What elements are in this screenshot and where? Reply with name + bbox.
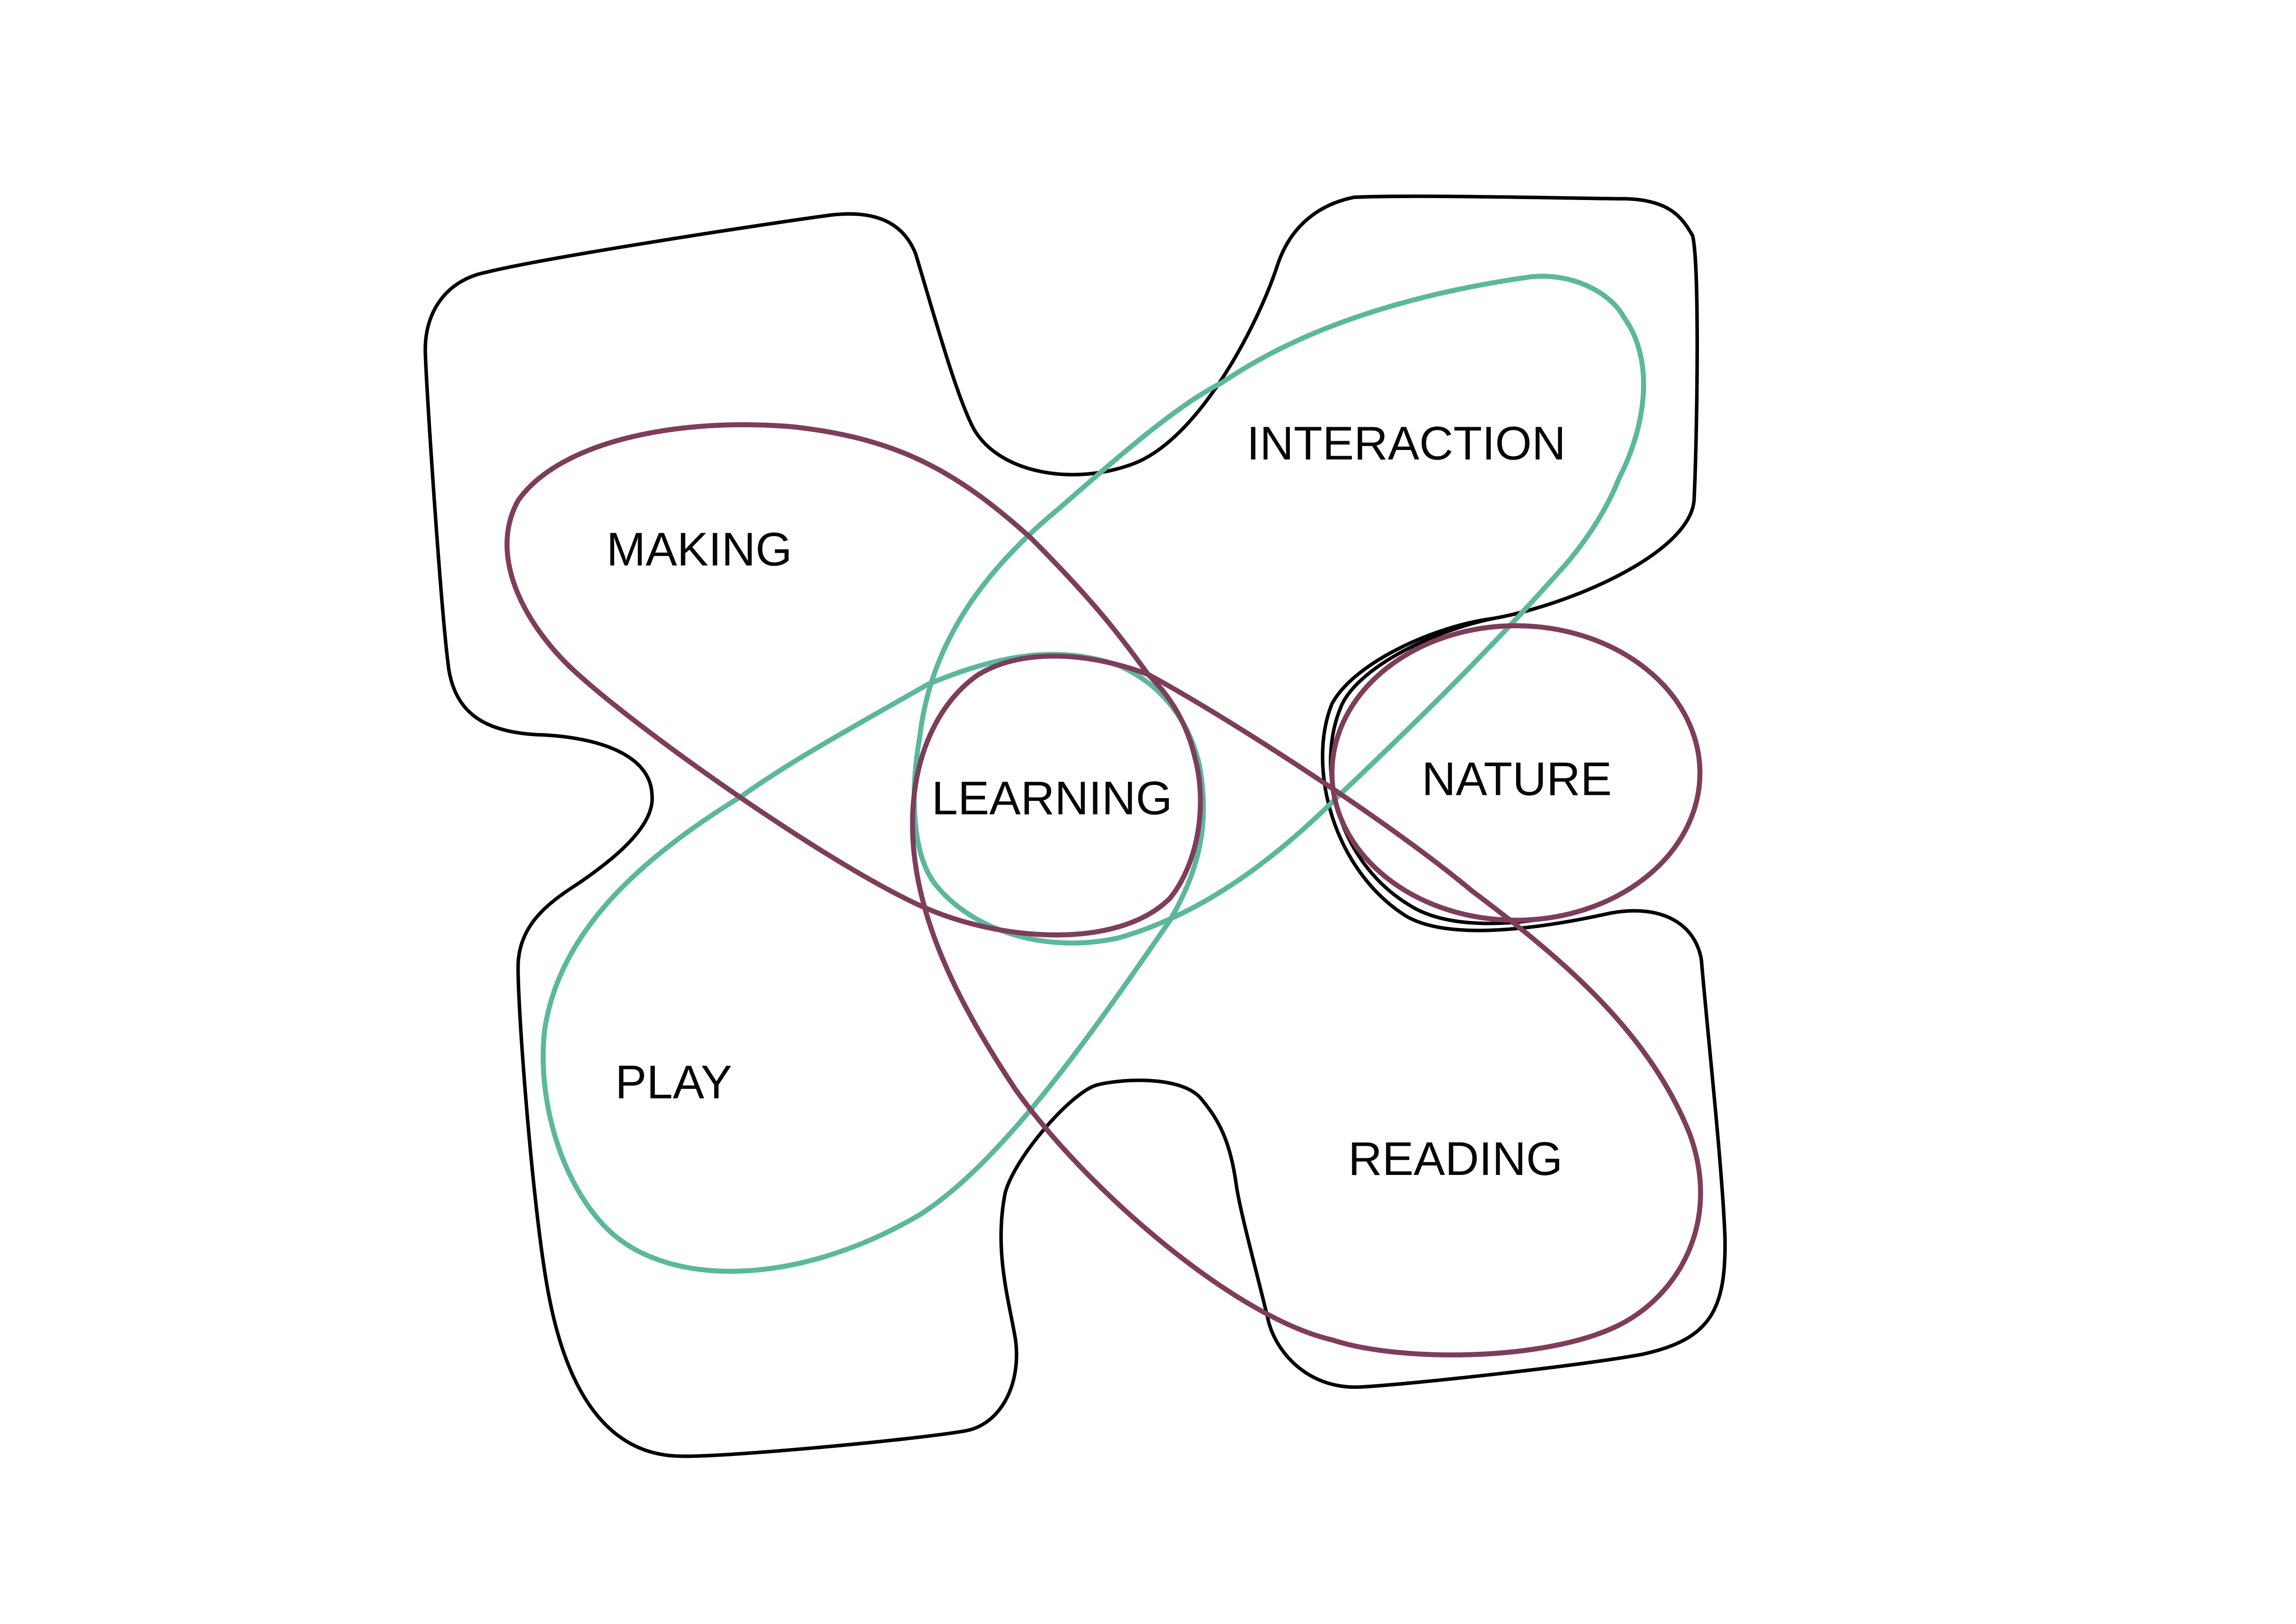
purple-making-lobe bbox=[504, 422, 1203, 937]
green-interaction-lobe bbox=[911, 274, 1646, 946]
label-nature: NATURE bbox=[1422, 752, 1612, 805]
purple-nature-circle bbox=[1329, 623, 1703, 923]
outer-black-blob bbox=[423, 194, 1727, 1458]
label-play: PLAY bbox=[615, 1056, 732, 1109]
green-play-lobe bbox=[541, 652, 1206, 1274]
label-interaction: INTERACTION bbox=[1247, 417, 1566, 469]
label-learning: LEARNING bbox=[932, 772, 1172, 824]
label-reading: READING bbox=[1348, 1132, 1563, 1185]
label-making: MAKING bbox=[606, 523, 792, 575]
